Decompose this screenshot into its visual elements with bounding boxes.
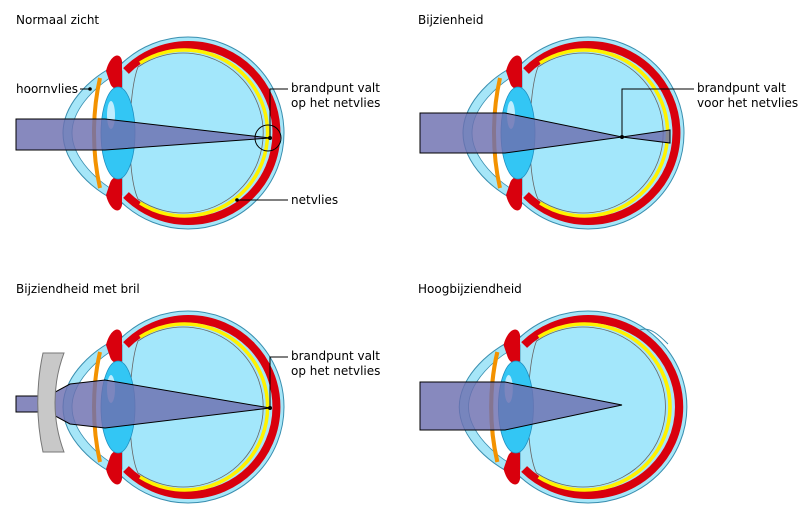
choroid — [123, 41, 281, 225]
focus-circle — [254, 124, 282, 152]
label-focus-1a: brandpunt valt — [291, 81, 380, 95]
ciliary-body-bottom — [506, 176, 522, 211]
elongated-bulge — [639, 328, 669, 345]
retina-layer — [139, 322, 270, 492]
light-beam-normal — [15, 118, 271, 151]
leader-focus-3 — [269, 356, 288, 408]
panel-title-myopia: Bijzienheid — [418, 13, 484, 27]
panel-title-myopia-glasses: Bijziendheid met bril — [16, 282, 140, 296]
leader-dot — [235, 198, 239, 202]
leader-dot — [88, 87, 92, 91]
light-beam-myopia — [419, 112, 671, 154]
ciliary-body-top — [106, 55, 122, 90]
label-focus-1b: op het netvlies — [291, 96, 381, 110]
ciliary-body-bottom — [503, 450, 521, 485]
concave-glasses-lens — [37, 352, 65, 453]
label-focus-3b: op het netvlies — [291, 364, 381, 378]
label-cornea: hoornvlies — [16, 82, 79, 96]
label-retina: netvlies — [291, 193, 339, 207]
choroid — [521, 315, 684, 499]
panel-title-high-myopia: Hoogbijziendheid — [418, 282, 522, 296]
leader-focus-2 — [621, 88, 694, 137]
leader-focus-1 — [269, 88, 288, 138]
light-beam-glasses — [15, 379, 271, 429]
retina-layer — [537, 322, 672, 492]
label-focus-2b: voor het netvlies — [697, 96, 799, 110]
ciliary-body-bottom — [106, 176, 122, 211]
ciliary-body-top — [503, 329, 521, 364]
panel-title-normal: Normaal zicht — [16, 13, 100, 27]
label-focus-3a: brandpunt valt — [291, 349, 380, 363]
retina-layer — [139, 48, 270, 218]
label-focus-2a: brandpunt valt — [697, 81, 786, 95]
ciliary-body-top — [106, 329, 122, 364]
light-beam-high-myopia — [419, 381, 623, 431]
choroid — [523, 41, 681, 225]
choroid — [123, 315, 281, 499]
ciliary-body-top — [506, 55, 522, 90]
ciliary-body-bottom — [106, 450, 122, 485]
